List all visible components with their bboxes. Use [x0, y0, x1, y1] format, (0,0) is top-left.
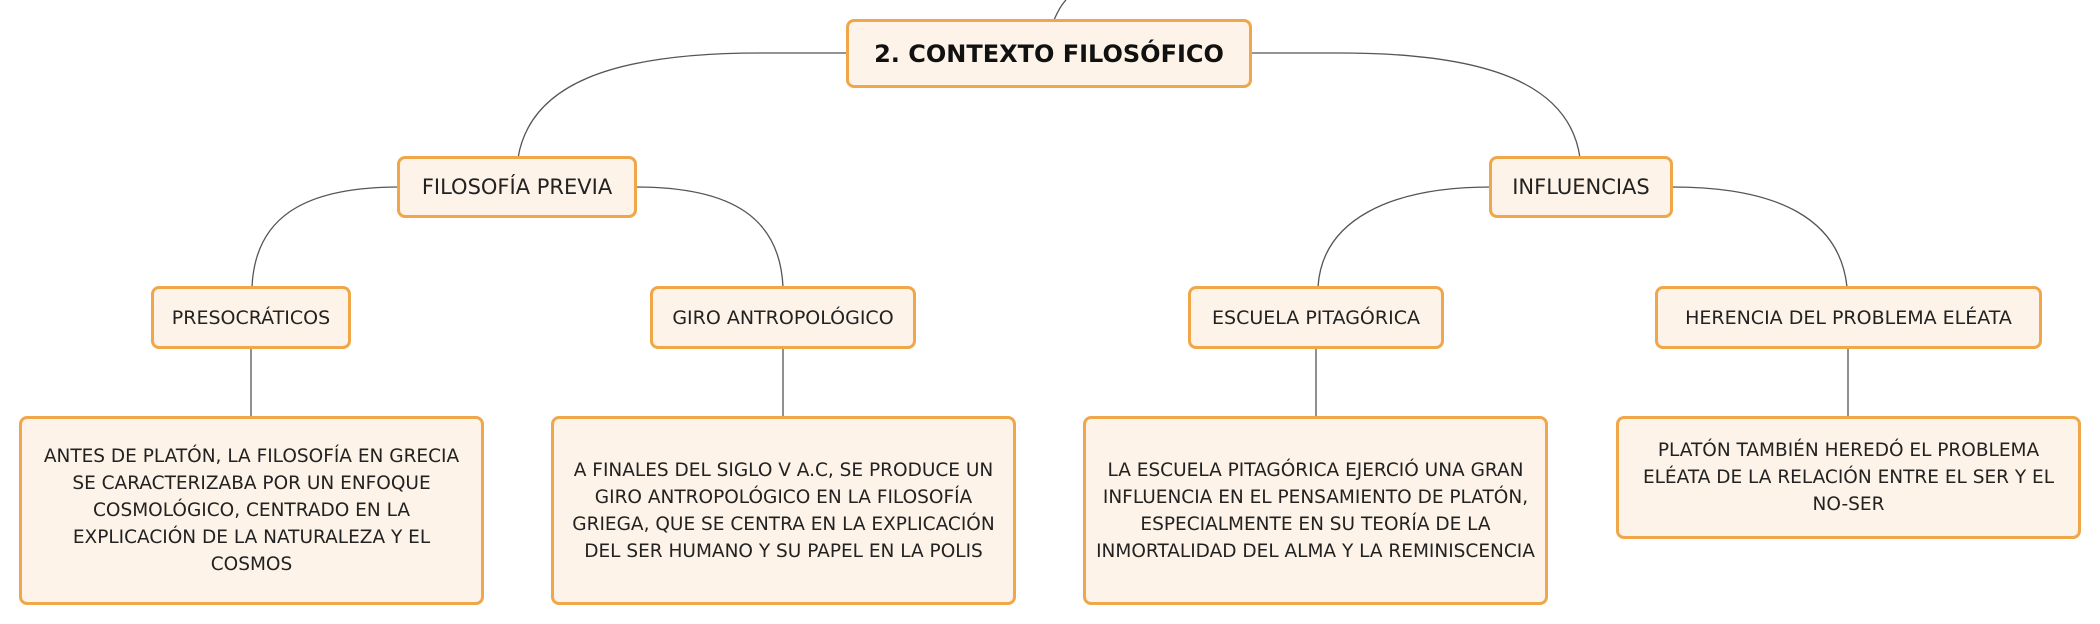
root-topic-node[interactable]: 2. CONTEXTO FILOSÓFICO [846, 19, 1252, 88]
connector-filosofia-previa-presocraticos [251, 186, 400, 288]
topic-filosofia-previa[interactable]: FILOSOFÍA PREVIA [397, 156, 637, 218]
subtopic-escuela-pitagorica[interactable]: ESCUELA PITAGÓRICA [1188, 286, 1444, 349]
detail-presocraticos[interactable]: ANTES DE PLATÓN, LA FILOSOFÍA EN GRECIA … [19, 416, 484, 605]
connector-root-influencias [1252, 52, 1581, 159]
connector-parent-to-root [1053, 0, 1067, 21]
topic-influencias[interactable]: INFLUENCIAS [1489, 156, 1673, 218]
root-topic-label: 2. CONTEXTO FILOSÓFICO [874, 39, 1224, 68]
connector-root-filosofia-previa [517, 52, 846, 159]
detail-text: ANTES DE PLATÓN, LA FILOSOFÍA EN GRECIA … [43, 446, 460, 575]
subtopic-giro-antropologico[interactable]: GIRO ANTROPOLÓGICO [650, 286, 916, 349]
detail-herencia-eleata[interactable]: PLATÓN TAMBIÉN HEREDÓ EL PROBLEMA ELÉATA… [1616, 416, 2081, 539]
subtopic-label: HERENCIA DEL PROBLEMA ELÉATA [1685, 306, 2012, 329]
detail-text: PLATÓN TAMBIÉN HEREDÓ EL PROBLEMA ELÉATA… [1642, 440, 2055, 515]
subtopic-label: GIRO ANTROPOLÓGICO [672, 306, 894, 329]
subtopic-presocraticos[interactable]: PRESOCRÁTICOS [151, 286, 351, 349]
detail-giro-antropologico[interactable]: A FINALES DEL SIGLO V A.C, SE PRODUCE UN… [551, 416, 1016, 605]
detail-escuela-pitagorica[interactable]: LA ESCUELA PITAGÓRICA EJERCIÓ UNA GRAN I… [1083, 416, 1548, 605]
subtopic-label: ESCUELA PITAGÓRICA [1212, 306, 1420, 329]
subtopic-herencia-eleata[interactable]: HERENCIA DEL PROBLEMA ELÉATA [1655, 286, 2042, 349]
topic-label: INFLUENCIAS [1512, 175, 1650, 199]
detail-text: LA ESCUELA PITAGÓRICA EJERCIÓ UNA GRAN I… [1096, 459, 1535, 562]
subtopic-label: PRESOCRÁTICOS [171, 306, 331, 329]
detail-text: A FINALES DEL SIGLO V A.C, SE PRODUCE UN… [572, 459, 995, 562]
connector-filosofia-previa-giro [635, 186, 784, 288]
connector-influencias-eleata [1671, 186, 1848, 288]
connector-influencias-pitagorica [1317, 186, 1492, 288]
topic-label: FILOSOFÍA PREVIA [421, 175, 613, 199]
